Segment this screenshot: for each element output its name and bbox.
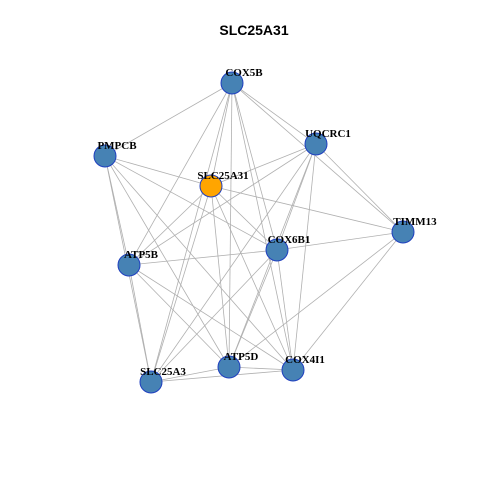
edge-SLC25A31-ATP5B: [128, 185, 212, 266]
node-label-UQCRC1: UQCRC1: [305, 128, 351, 140]
node-COX5B: [220, 71, 244, 95]
edge-SLC25A31-TIMM13: [210, 185, 404, 233]
node-COX6B1: [265, 238, 289, 262]
node-label-COX6B1: COX6B1: [268, 234, 311, 246]
edge-SLC25A31-COX4I1: [210, 185, 294, 371]
node-label-PMPCB: PMPCB: [97, 140, 137, 152]
edge-COX5B-PMPCB: [104, 82, 233, 157]
edge-COX5B-SLC25A31: [210, 82, 233, 187]
edge-UQCRC1-TIMM13: [315, 143, 404, 233]
node-label-COX5B: COX5B: [225, 67, 263, 79]
edge-COX6B1-ATP5B: [128, 249, 278, 266]
node-SLC25A31: [199, 174, 223, 198]
edge-PMPCB-COX6B1: [104, 155, 278, 251]
edge-SLC25A31-COX6B1: [210, 185, 278, 251]
edge-COX5B-COX4I1: [231, 82, 294, 371]
edge-SLC25A31-SLC25A3: [150, 185, 212, 383]
edge-COX6B1-ATP5D: [228, 249, 278, 368]
node-TIMM13: [391, 220, 415, 244]
edge-ATP5D-SLC25A3: [150, 366, 230, 383]
edge-COX6B1-COX4I1: [276, 249, 294, 371]
node-label-ATP5D: ATP5D: [224, 351, 259, 363]
edge-TIMM13-ATP5D: [228, 231, 404, 368]
node-PMPCB: [93, 144, 117, 168]
edge-COX5B-SLC25A3: [150, 82, 233, 383]
edge-UQCRC1-SLC25A3: [150, 143, 317, 383]
node-SLC25A3: [139, 370, 163, 394]
node-layer: [93, 71, 415, 394]
edge-COX5B-UQCRC1: [231, 82, 317, 145]
edge-SLC25A31-ATP5D: [210, 185, 230, 368]
node-ATP5D: [217, 355, 241, 379]
edge-ATP5B-COX4I1: [128, 264, 294, 371]
edge-TIMM13-COX4I1: [292, 231, 404, 371]
edge-UQCRC1-SLC25A31: [210, 143, 317, 187]
edge-layer: [104, 82, 404, 383]
edge-PMPCB-COX4I1: [104, 155, 294, 371]
node-label-SLC25A31: SLC25A31: [197, 170, 248, 182]
edge-COX5B-TIMM13: [231, 82, 404, 233]
node-label-SLC25A3: SLC25A3: [140, 366, 186, 378]
edge-ATP5B-SLC25A3: [128, 264, 152, 383]
node-label-COX4I1: COX4I1: [285, 354, 325, 366]
node-label-ATP5B: ATP5B: [124, 249, 159, 261]
node-UQCRC1: [304, 132, 328, 156]
edge-ATP5B-ATP5D: [128, 264, 230, 368]
node-label-TIMM13: TIMM13: [393, 216, 437, 228]
edge-PMPCB-SLC25A31: [104, 155, 212, 187]
edge-TIMM13-COX6B1: [276, 231, 404, 251]
node-COX4I1: [281, 358, 305, 382]
node-ATP5B: [117, 253, 141, 277]
edge-COX5B-ATP5B: [128, 82, 233, 266]
diagram-title: SLC25A31: [219, 22, 288, 38]
edge-UQCRC1-COX4I1: [292, 143, 317, 371]
edge-UQCRC1-ATP5B: [128, 143, 317, 266]
edge-COX5B-COX6B1: [231, 82, 278, 251]
edge-COX6B1-SLC25A3: [150, 249, 278, 383]
